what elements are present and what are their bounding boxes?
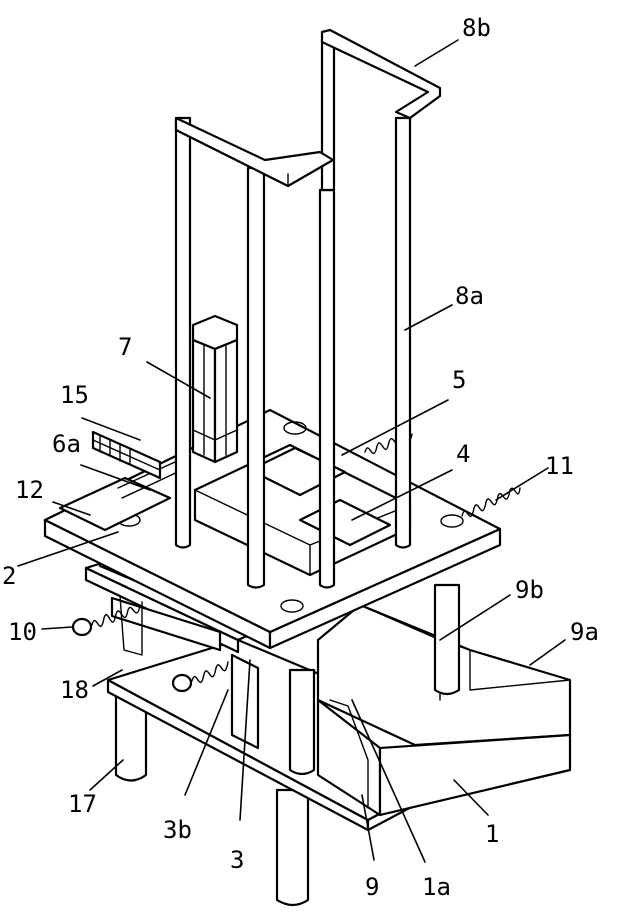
spring-11 [462, 488, 520, 516]
label-1: 1 [485, 820, 499, 848]
cylinder-7 [193, 316, 237, 462]
label-1a: 1a [422, 873, 451, 901]
label-12: 12 [15, 476, 44, 504]
label-7: 7 [118, 333, 132, 361]
front-center-leg [277, 790, 308, 905]
label-17: 17 [68, 790, 97, 818]
label-2: 2 [2, 562, 16, 590]
label-9: 9 [365, 873, 379, 901]
label-8b: 8b [462, 14, 491, 42]
label-3: 3 [230, 846, 244, 874]
label-18: 18 [60, 676, 89, 704]
guide-rail [93, 432, 160, 478]
label-6a: 6a [52, 430, 81, 458]
label-4: 4 [456, 440, 470, 468]
label-11: 11 [545, 452, 574, 480]
label-5: 5 [452, 366, 466, 394]
top-frame-rear [322, 30, 440, 118]
label-9a: 9a [570, 618, 599, 646]
label-9b: 9b [515, 576, 544, 604]
label-10: 10 [8, 618, 37, 646]
label-3b: 3b [163, 816, 192, 844]
label-15: 15 [60, 381, 89, 409]
label-8a: 8a [455, 282, 484, 310]
